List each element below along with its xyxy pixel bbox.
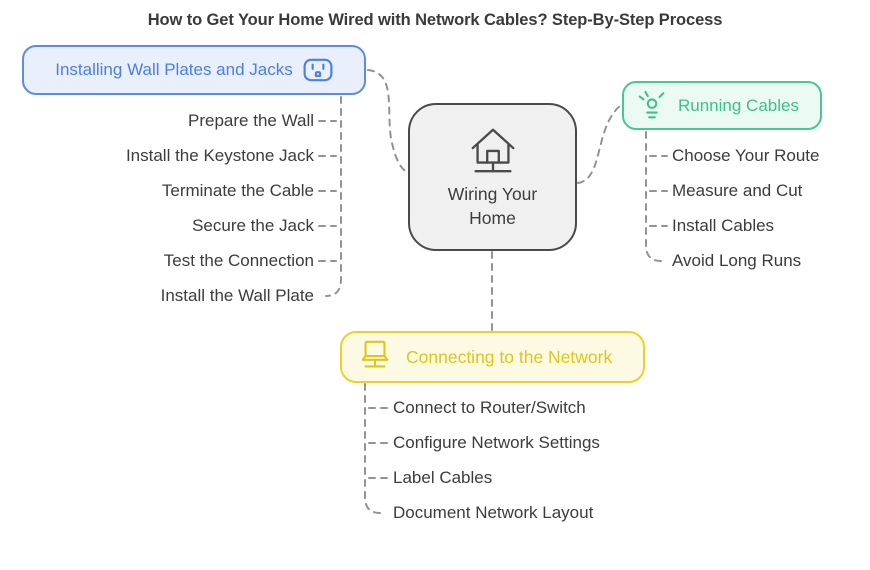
outlet-icon [303, 58, 333, 82]
leaf-item: Install Cables [672, 216, 775, 235]
branch-node-connecting-network: Connecting to the Network [340, 331, 645, 383]
leaf-item: Document Network Layout [393, 503, 594, 522]
leaf-item: Prepare the Wall [188, 111, 314, 130]
edge-runningcables-spine [645, 131, 662, 262]
leaf-item: Install the Wall Plate [160, 286, 314, 305]
branch-node-running-cables: Running Cables [622, 81, 822, 130]
leaf-item: Choose Your Route [672, 146, 820, 165]
edge-wallplates-center [367, 69, 410, 175]
leaf-item: Connect to Router/Switch [393, 398, 586, 417]
leaf-item: Test the Connection [163, 251, 314, 270]
branch-node-installing-wall-plates: Installing Wall Plates and Jacks [22, 45, 366, 95]
leaf-item: Install the Keystone Jack [125, 146, 314, 165]
branch-label: Installing Wall Plates and Jacks [55, 60, 293, 79]
leaf-item: Avoid Long Runs [672, 251, 802, 270]
signal-sparkle-icon [636, 89, 668, 123]
leaf-item: Label Cables [393, 468, 493, 487]
laptop-network-icon [356, 339, 394, 375]
edge-wallplates-spine [325, 96, 342, 297]
center-node-label: Wiring Your Home [447, 184, 538, 228]
branch-label: Running Cables [678, 95, 799, 115]
branch-label: Connecting to the Network [406, 346, 613, 367]
edge-connecting-spine [364, 383, 381, 514]
center-node-wiring-your-home: Wiring Your Home [408, 103, 577, 251]
house-network-icon [464, 123, 522, 177]
leaf-item: Measure and Cut [672, 181, 803, 200]
leaf-item: Configure Network Settings [393, 433, 600, 452]
page-title: How to Get Your Home Wired with Network … [147, 11, 723, 29]
edge-center-runningcables [577, 104, 622, 184]
leaf-item: Terminate the Cable [161, 181, 314, 200]
leaf-item: Secure the Jack [192, 216, 314, 235]
